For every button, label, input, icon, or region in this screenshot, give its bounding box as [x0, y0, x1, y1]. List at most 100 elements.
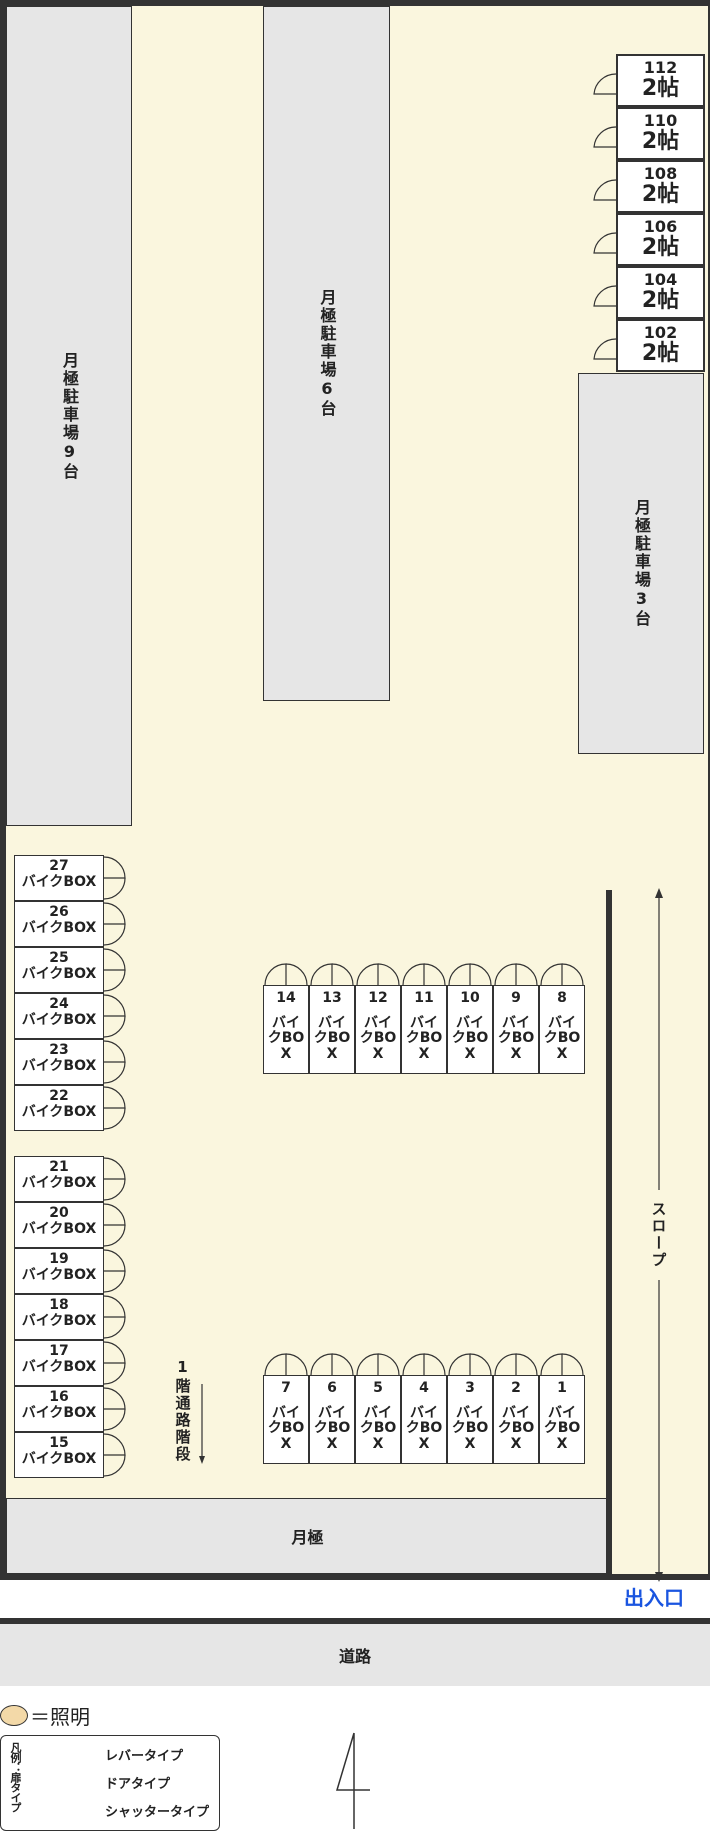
door-arc-icon [593, 232, 617, 254]
room-size: 2帖 [641, 235, 680, 260]
bike-box-number: 27 [49, 858, 69, 874]
door-arc-icon [593, 338, 617, 360]
bike-box[interactable]: 2 バイクBOX [493, 1375, 539, 1464]
entrance-label: 出入口 [624, 1586, 684, 1610]
door-arc-icon [593, 126, 617, 148]
door-arc-icon [103, 1224, 126, 1247]
door-arc-icon [103, 1295, 126, 1318]
door-arc-icon [423, 1353, 446, 1376]
room-number: 102 [643, 323, 678, 342]
bike-box-label: バイクBOX [21, 1104, 97, 1121]
monthly-parking-9: 月極駐車場9台 [6, 6, 132, 826]
bike-box-label: バイクBOX [21, 1012, 97, 1029]
door-arc-icon [310, 1353, 333, 1376]
legend-door-label: ドアタイプ [105, 1777, 171, 1792]
door-arc-icon [515, 1353, 538, 1376]
bike-box-label: バイクBOX [21, 874, 97, 891]
door-arc-icon [331, 1353, 354, 1376]
door-arc-icon [103, 1157, 126, 1180]
room-number: 104 [643, 270, 678, 289]
bike-box-number: 8 [557, 990, 567, 1006]
legend-title: 凡例：扉タイプ [9, 1742, 22, 1812]
bike-box-number: 2 [511, 1380, 521, 1396]
door-arc-icon [377, 1353, 400, 1376]
door-arc-icon [593, 285, 617, 307]
bike-box-label: バイクBOX [21, 1175, 97, 1192]
door-arc-icon [593, 179, 617, 201]
bike-box-number: 21 [49, 1159, 69, 1175]
door-arc-icon [103, 1408, 126, 1431]
door-arc-icon [285, 1353, 308, 1376]
door-arc-icon [103, 1086, 126, 1109]
legend-shutter-label: シャッタータイプ [105, 1805, 210, 1820]
room-number: 108 [643, 164, 678, 183]
road: 道路 [0, 1618, 710, 1686]
bike-box-label: バイクBOX [359, 1015, 397, 1062]
door-arc-icon [103, 1203, 126, 1226]
bike-box-label: バイクBOX [405, 1405, 443, 1452]
bike-box-number: 12 [368, 990, 388, 1006]
door-arc-icon [103, 1316, 126, 1339]
bike-box-number: 19 [49, 1251, 69, 1267]
bike-box-label: バイクBOX [497, 1015, 535, 1062]
door-arc-icon [593, 73, 617, 95]
door-arc-icon [264, 963, 287, 986]
bike-box-label: バイクBOX [497, 1405, 535, 1452]
stairs-label: 1階通路階段 [173, 1357, 192, 1463]
bike-box-label: バイクBOX [21, 1267, 97, 1284]
bike-box-label: バイクBOX [359, 1405, 397, 1452]
door-arc-icon [103, 1362, 126, 1385]
bike-box-label: バイクBOX [451, 1015, 489, 1062]
bike-box-label: バイクBOX [405, 1015, 443, 1062]
door-arc-icon [103, 1341, 126, 1364]
door-arc-icon [103, 948, 126, 971]
door-arc-icon [103, 877, 126, 900]
door-arc-icon [356, 1353, 379, 1376]
bike-box-number: 24 [49, 996, 69, 1012]
door-arc-icon [103, 856, 126, 879]
north-arrow-icon [335, 1732, 370, 1829]
door-arc-icon [103, 1387, 126, 1410]
bike-box[interactable]: 12 バイクBOX [355, 985, 401, 1074]
bike-box-label: バイクBOX [21, 966, 97, 983]
door-arc-icon [469, 963, 492, 986]
room-size: 2帖 [641, 182, 680, 207]
bike-box-label: バイクBOX [543, 1405, 581, 1452]
monthly-parking-bottom: 月極 [6, 1498, 609, 1574]
door-arc-icon [103, 1107, 126, 1130]
door-arc-icon [103, 969, 126, 992]
monthly-label: 月極 [291, 1528, 324, 1547]
